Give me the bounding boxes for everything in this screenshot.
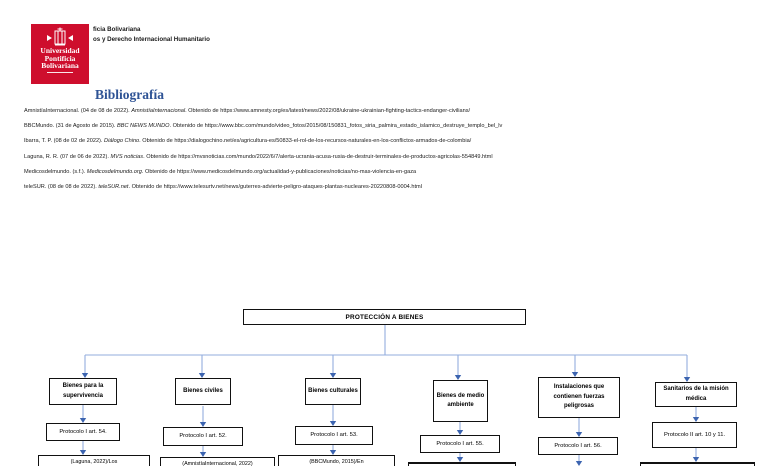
- protocol-box-art10-11: Protocolo II art. 10 y 11.: [652, 422, 737, 448]
- citation-box-amnistia: (AmnistíaInternacional, 2022): [160, 457, 275, 466]
- entry-url: . Obtenido de https://mvsnoticias.com/mu…: [143, 153, 493, 160]
- entry-url: . Obtenido de https://www.medicosdelmund…: [141, 168, 417, 175]
- diagram-root-box: PROTECCIÓN A BIENES: [243, 309, 526, 325]
- protocol-box-art55: Protocolo I art. 55.: [420, 435, 500, 453]
- entry-authors-date: Medicosdelmundo. (s.f.).: [24, 168, 87, 175]
- entry-authors-date: teleSUR. (08 de 08 de 2022).: [24, 184, 99, 191]
- entry-source-title: Medicosdelmundo.org: [86, 168, 142, 175]
- bibliography-entry: Medicosdelmundo. (s.f.). Medicosdelmundo…: [24, 165, 759, 180]
- citation-box-col6: [640, 462, 755, 466]
- bibliography-list: AmnistíaInternacional. (04 de 08 de 2022…: [24, 104, 759, 195]
- citation-box-col4: [408, 462, 516, 466]
- category-box-supervivencia: Bienes para la supervivencia: [49, 378, 117, 405]
- citation-box-bbcmundo: (BBCMundo, 2015)/En: [278, 455, 395, 466]
- protocol-box-art56: Protocolo I art. 56.: [538, 437, 618, 455]
- entry-source-title: AmnistíaInternacional: [131, 108, 186, 114]
- logo-text-line-2: Pontificia: [44, 53, 76, 63]
- logo-divider: [47, 72, 73, 73]
- entry-authors-date: BBCMundo. (31 de Agosto de 2015).: [24, 123, 117, 130]
- entry-authors-date: Laguna, R. R. (07 de 06 de 2022).: [24, 153, 111, 160]
- bibliography-entry: Laguna, R. R. (07 de 06 de 2022). MVS no…: [24, 150, 759, 165]
- entry-source-title: teleSUR.net: [98, 184, 129, 191]
- logo-text-line-1: Universidad: [40, 46, 80, 55]
- bibliography-entry: AmnistíaInternacional. (04 de 08 de 2022…: [24, 104, 759, 119]
- entry-source-title: BBC NEWS MUNDO: [116, 123, 170, 130]
- entry-authors-date: AmnistíaInternacional. (04 de 08 de 2022…: [24, 108, 132, 114]
- category-box-civiles: Bienes civiles: [175, 378, 231, 405]
- category-box-culturales: Bienes culturales: [305, 378, 361, 405]
- entry-url: . Obtenido de https://www.amnesty.org/es…: [185, 108, 471, 114]
- logo-text-line-3: Bolivariana: [41, 61, 79, 70]
- university-crest-icon: [47, 27, 73, 46]
- diagram-connectors: [79, 325, 700, 466]
- university-logo: Universidad Pontificia Bolivariana: [31, 24, 89, 84]
- protocol-box-art53: Protocolo I art. 53.: [295, 426, 373, 445]
- header-line-2: os y Derecho Internacional Humanitario: [93, 36, 210, 43]
- category-box-fuerzas-peligrosas: Instalaciones que contienen fuerzas peli…: [538, 377, 620, 418]
- category-box-mision-medica: Sanitarios de la misión médica: [655, 382, 737, 407]
- protocol-box-art52: Protocolo I art. 52.: [163, 427, 243, 446]
- protocol-box-art54: Protocolo I art. 54.: [46, 423, 120, 441]
- entry-url: . Obtenido de https://www.telesurtv.net/…: [128, 184, 422, 191]
- entry-authors-date: Ibarra, T. P. (08 de 02 de 2022).: [24, 138, 105, 145]
- entry-source-title: Diálogo Chino: [104, 138, 140, 145]
- bibliography-entry: Ibarra, T. P. (08 de 02 de 2022). Diálog…: [24, 134, 759, 149]
- page-title: Bibliografía: [95, 87, 165, 102]
- category-box-medio-ambiente: Bienes de medio ambiente: [433, 380, 488, 422]
- entry-source-title: MVS noticias: [110, 153, 144, 160]
- entry-url: . Obtenido de https://www.bbc.com/mundo/…: [169, 123, 503, 130]
- bibliography-entry: BBCMundo. (31 de Agosto de 2015). BBC NE…: [24, 119, 759, 134]
- header-line-1: ficia Bolivariana: [93, 26, 141, 33]
- entry-url: . Obtenido de https://dialogochino.net/e…: [139, 138, 472, 145]
- citation-box-laguna: (Laguna, 2022)/Los: [38, 455, 150, 466]
- bibliography-entry: teleSUR. (08 de 08 de 2022). teleSUR.net…: [24, 180, 759, 195]
